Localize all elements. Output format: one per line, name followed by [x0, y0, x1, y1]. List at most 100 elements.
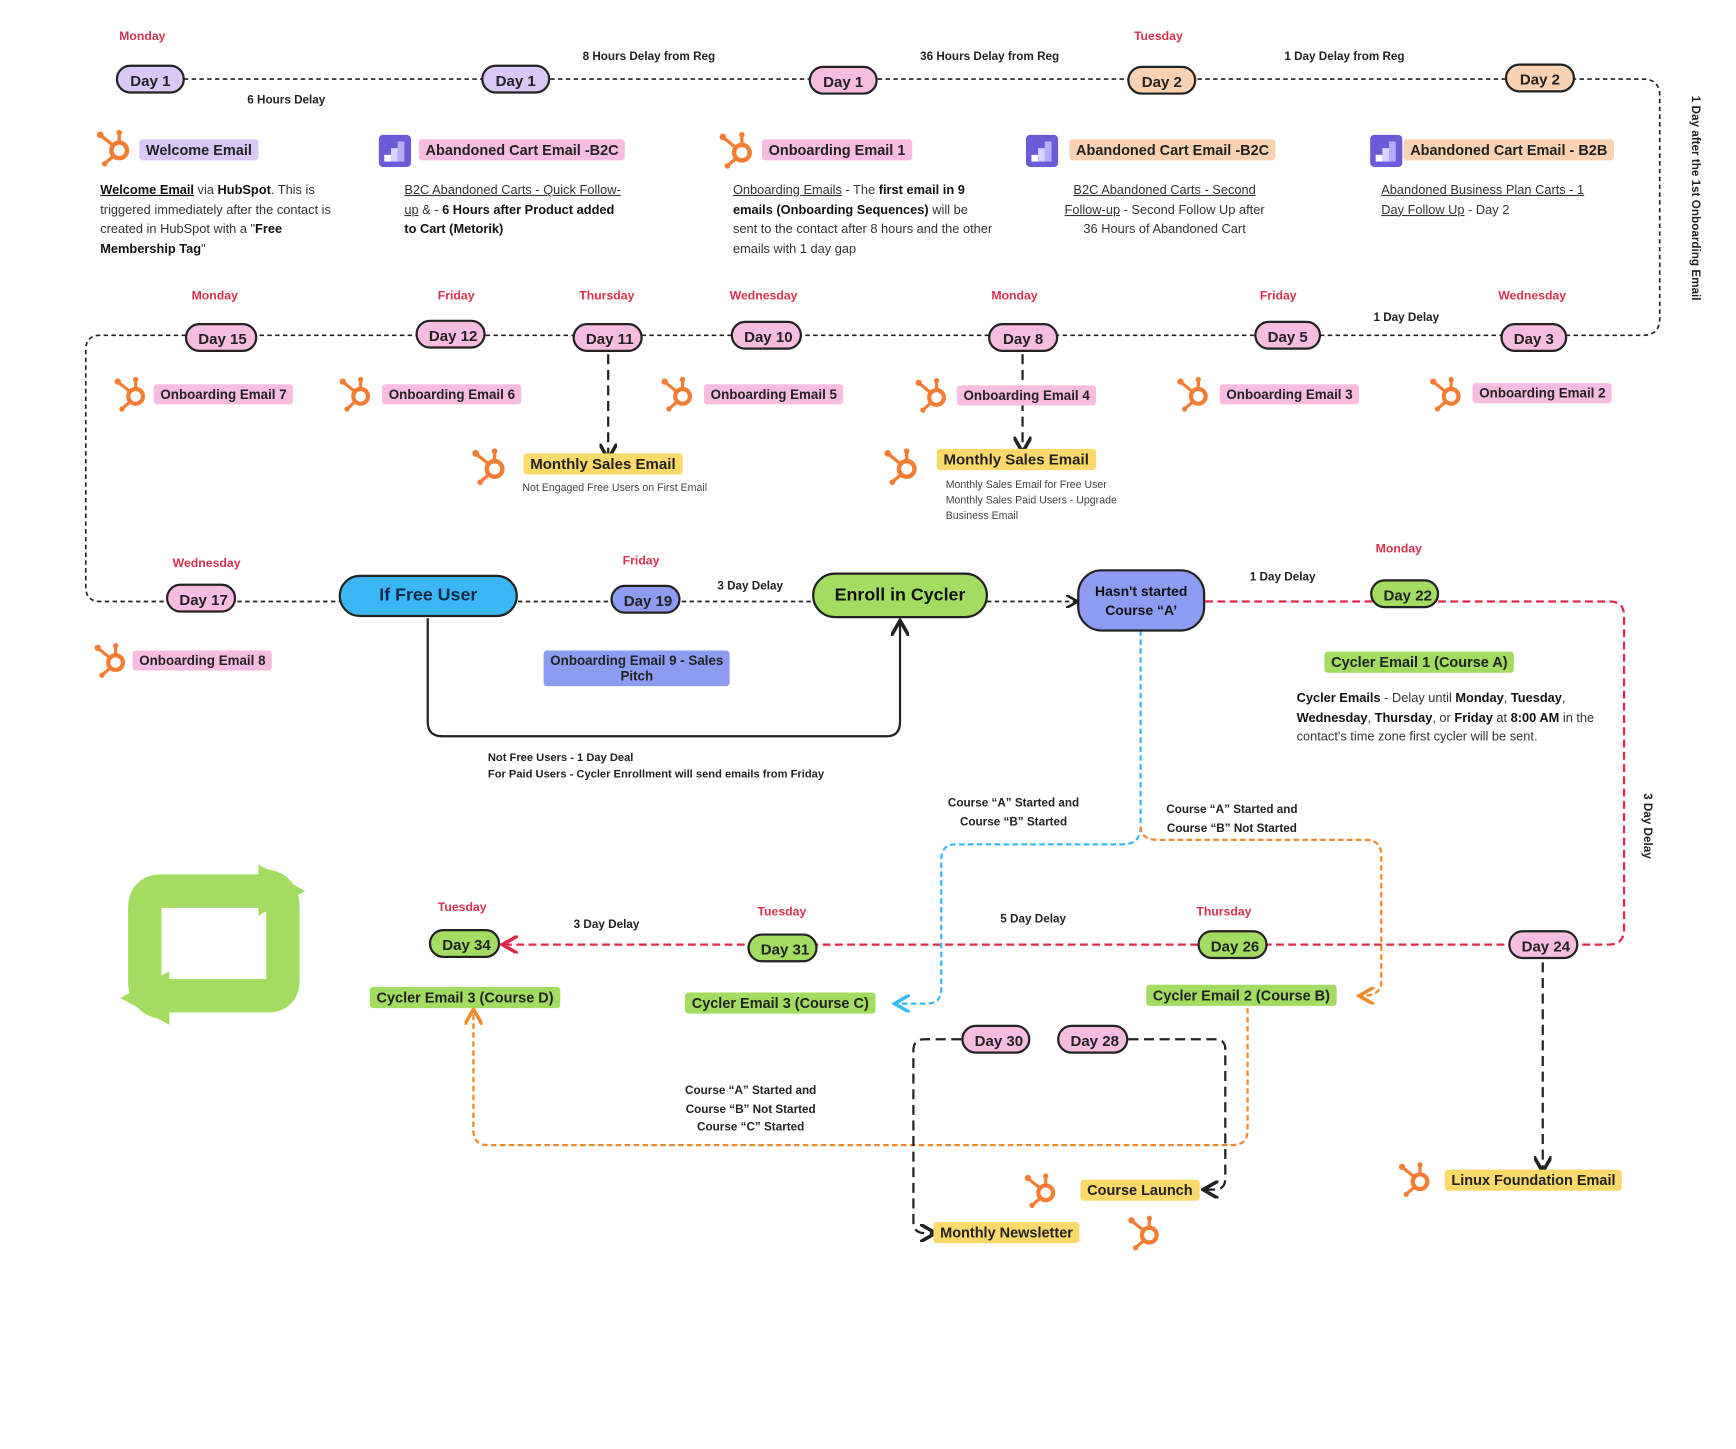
day-node: Day 3 [1500, 323, 1568, 352]
monthly-sales-tag: Monthly Sales Email [936, 448, 1096, 471]
day-node: Day 12 [415, 319, 486, 349]
weekday-label: Wednesday [729, 289, 798, 303]
day-node: Day 11 [572, 323, 643, 352]
hubspot-icon [1024, 1173, 1056, 1209]
day-node: Day 8 [988, 323, 1059, 352]
cycler-description: Cycler Emails - Delay until Monday, Tues… [1296, 691, 1595, 745]
welcome-description: Welcome Email via HubSpot. This is trigg… [100, 183, 331, 256]
weekday-label: Thursday [579, 289, 635, 303]
day-node: Day 26 [1197, 930, 1268, 960]
email-tag: Onboarding Email 4 [956, 385, 1097, 406]
right-edge-delay-label: 1 Day after the 1st Onboarding Email [1688, 95, 1703, 301]
loop-arrows-icon [120, 864, 306, 1025]
cart-b2b-description: Abandoned Business Plan Carts - 1 Day Fo… [1381, 183, 1585, 217]
day-node: Day 2 [1504, 63, 1576, 93]
day-node: Day 1 [808, 65, 878, 95]
delay-label: 1 Day Delay from Reg [1284, 50, 1405, 64]
row2-connector [84, 334, 1504, 603]
stack-icon [378, 134, 412, 168]
day-node: Day 1 [115, 64, 185, 94]
day-node: Day 19 [610, 584, 681, 614]
hubspot-icon [661, 376, 693, 412]
hubspot-icon [339, 376, 371, 412]
linux-foundation-tag: Linux Foundation Email [1444, 1169, 1623, 1191]
cycler-email-tag: Cycler Email 3 (Course D) [369, 986, 561, 1009]
email-tag: Onboarding Email 7 [153, 384, 294, 405]
delay-label: 1 Day Delay [1373, 310, 1440, 325]
email-tag: Onboarding Email 6 [382, 384, 522, 405]
row1-connector [183, 78, 1661, 337]
vertical-delay-label: 3 Day Delay [1640, 793, 1655, 859]
monthly-sales-tag: Monthly Sales Email [523, 453, 683, 475]
cyan-path [897, 630, 1142, 1003]
weekday-label: Friday [622, 554, 660, 569]
hubspot-icon [884, 448, 917, 486]
if-free-user-node: If Free User [338, 574, 518, 618]
stack-icon [1025, 134, 1059, 168]
email-tag: Onboarding Email 8 [132, 650, 273, 671]
day-node: Day 1 [481, 64, 551, 94]
newsletter-path [912, 1038, 962, 1233]
day-node: Day 17 [165, 583, 237, 613]
email-tag: Onboarding Email 5 [703, 384, 844, 405]
day-node: Day 15 [184, 323, 258, 352]
monthly-newsletter-tag: Monthly Newsletter [933, 1221, 1080, 1244]
day-node: Day 10 [730, 320, 803, 350]
orange-d-path [473, 1008, 1249, 1147]
delay-label: 3 Day Delay [573, 917, 640, 932]
weekday-label: Wednesday [172, 556, 241, 571]
cart-b2c-quick-description: B2C Abandoned Carts - Quick Follow-up & … [404, 183, 621, 237]
monthly-sales-note: Not Engaged Free Users on First Email [522, 482, 708, 495]
cycler-email-tag: Cycler Email 1 (Course A) [1324, 651, 1515, 673]
hubspot-icon [915, 378, 947, 413]
day-node: Day 34 [428, 928, 501, 958]
email-tag: Onboarding Email 1 [761, 139, 913, 161]
day-node: Day 2 [1127, 65, 1197, 95]
email-tag: Welcome Email [139, 139, 259, 161]
enroll-cycler-node: Enroll in Cycler [812, 572, 989, 619]
weekday-label: Tuesday [437, 901, 487, 915]
launch-path [1128, 1038, 1227, 1189]
day-node: Day 30 [961, 1024, 1031, 1054]
cycler-email-tag: Cycler Email 3 (Course C) [685, 992, 876, 1014]
not-free-path [426, 618, 900, 738]
email-tag: Abandoned Cart Email - B2B [1403, 139, 1615, 161]
cycler-email-tag: Cycler Email 2 (Course B) [1146, 984, 1337, 1006]
stack-icon [1370, 134, 1403, 168]
day-node: Day 22 [1370, 579, 1440, 609]
hubspot-icon [1128, 1215, 1159, 1251]
day-node: Day 28 [1057, 1024, 1129, 1054]
weekday-label: Friday [437, 289, 475, 303]
weekday-label: Tuesday [757, 905, 807, 919]
hubspot-icon [719, 131, 752, 169]
red-chain [505, 600, 1626, 945]
cart-b2c-second-description: B2C Abandoned Carts - Second Follow-up -… [1064, 183, 1265, 237]
hubspot-icon [472, 448, 505, 486]
hubspot-icon [1430, 376, 1461, 412]
weekday-label: Tuesday [1133, 30, 1183, 44]
weekday-label: Wednesday [1498, 289, 1567, 303]
day-node: Day 31 [747, 933, 818, 963]
connector-lines [84, 78, 1661, 1301]
delay-label: 8 Hours Delay from Reg [582, 50, 716, 64]
delay-label: 36 Hours Delay from Reg [920, 50, 1060, 64]
weekday-label: Thursday [1196, 905, 1252, 919]
delay-label: 1 Day Delay [1249, 570, 1316, 584]
orange-b-path [1139, 826, 1383, 996]
weekday-label: Monday [191, 289, 238, 303]
weekday-label: Monday [1375, 542, 1422, 556]
course-launch-tag: Course Launch [1080, 1179, 1200, 1201]
weekday-label: Friday [1259, 289, 1297, 303]
email-tag: Onboarding Email 2 [1472, 383, 1613, 404]
hubspot-icon [114, 376, 146, 412]
email-tag: Abandoned Cart Email -B2C [1069, 139, 1276, 161]
email-tag: Abandoned Cart Email -B2C [418, 139, 626, 161]
weekday-label: Monday [119, 30, 166, 44]
